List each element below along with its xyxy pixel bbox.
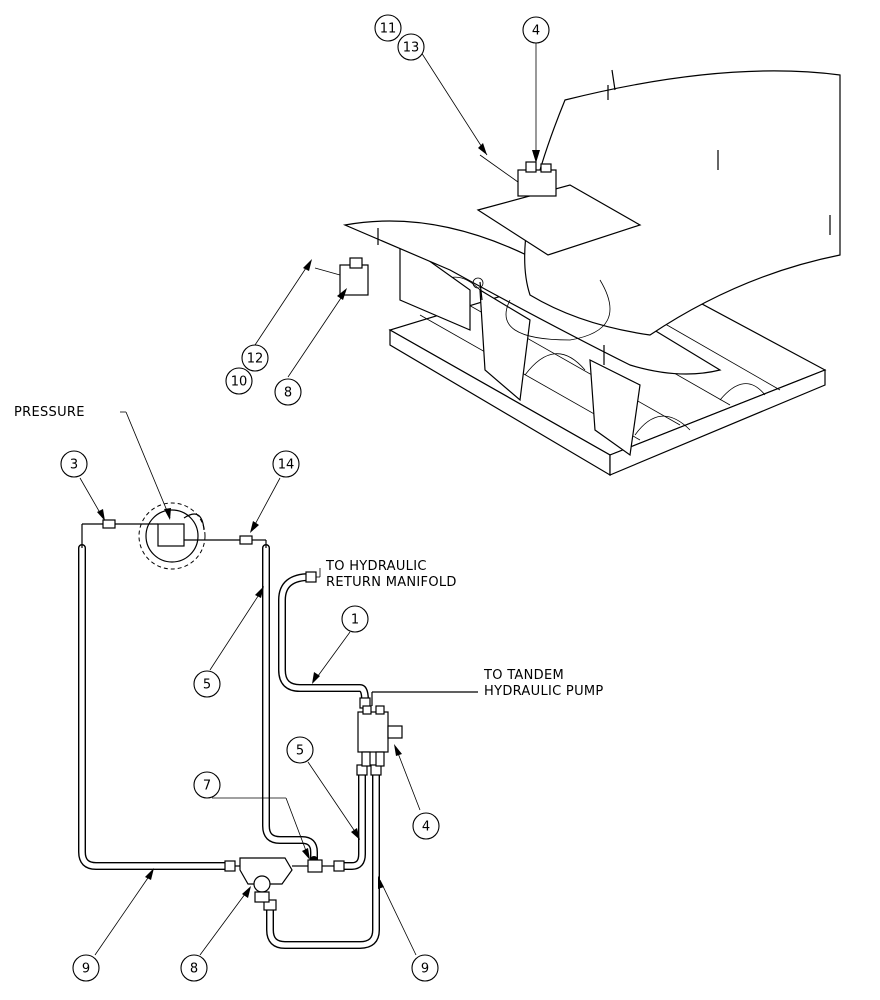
balloon-b3: 3 (60, 450, 88, 478)
balloon-label: 7 (203, 779, 211, 794)
balloon-label: 4 (422, 820, 430, 835)
balloon-label: 11 (380, 22, 397, 37)
frame-assembly (342, 69, 841, 477)
pump-note-line1: TO TANDEM (483, 668, 564, 683)
balloon-b5b: 5 (286, 736, 314, 764)
middle-valve-block (357, 691, 478, 767)
left-valve-block (314, 257, 369, 296)
balloon-label: 1 (351, 613, 359, 628)
balloon-label: 5 (296, 744, 304, 759)
top-leaders (254, 37, 540, 378)
balloon-b8bot: 8 (180, 954, 208, 982)
balloon-label: 10 (231, 375, 248, 390)
balloon-b1: 1 (341, 605, 369, 633)
bottom-leaders (79, 411, 421, 956)
balloon-circle (412, 812, 440, 840)
balloon-label: 9 (421, 962, 429, 977)
balloon-label: 8 (190, 962, 198, 977)
balloon-circle (411, 954, 439, 982)
balloon-label: 14 (278, 458, 295, 473)
balloon-b4top: 4 (522, 16, 550, 44)
return-note-line2: RETURN MANIFOLD (326, 575, 457, 590)
balloon-b5a: 5 (193, 670, 221, 698)
top-valve-block (479, 154, 557, 197)
balloon-label: 4 (532, 24, 540, 39)
balloon-circle (60, 450, 88, 478)
balloon-label: 13 (403, 41, 420, 56)
balloon-b14: 14 (272, 450, 300, 478)
balloon-label: 3 (70, 458, 78, 473)
balloon-circle (374, 14, 402, 42)
balloon-circle (241, 344, 269, 372)
balloon-label: 9 (82, 962, 90, 977)
balloon-b10: 10 (225, 367, 253, 395)
balloon-b13: 13 (397, 33, 425, 61)
balloon-label: 8 (284, 386, 292, 401)
balloon-circle (225, 367, 253, 395)
pressure-gauge (81, 502, 267, 570)
balloon-b11: 11 (374, 14, 402, 42)
balloon-circle (286, 736, 314, 764)
balloon-b7: 7 (193, 771, 221, 799)
balloon-circle (193, 771, 221, 799)
return-note-line1: TO HYDRAULIC (325, 559, 427, 574)
pump-note-line2: HYDRAULIC PUMP (484, 684, 604, 699)
balloon-circle (272, 450, 300, 478)
bottom-valve-block (235, 857, 308, 903)
hose-routing (78, 544, 380, 949)
tee-fitting (307, 859, 334, 873)
balloon-circle (397, 33, 425, 61)
pressure-note: PRESSURE (14, 405, 85, 420)
balloon-b9a: 9 (72, 954, 100, 982)
balloon-circle (72, 954, 100, 982)
item-balloons: 11 13 4 12 10 8 3 14 1 5 5 7 4 9 8 9 (60, 14, 550, 982)
balloon-b12: 12 (241, 344, 269, 372)
balloon-b4mid: 4 (412, 812, 440, 840)
balloon-circle (180, 954, 208, 982)
balloon-circle (274, 378, 302, 406)
balloon-circle (193, 670, 221, 698)
balloon-label: 5 (203, 678, 211, 693)
balloon-label: 12 (247, 352, 264, 367)
balloon-b9b: 9 (411, 954, 439, 982)
balloon-circle (522, 16, 550, 44)
balloon-circle (341, 605, 369, 633)
balloon-b8top: 8 (274, 378, 302, 406)
